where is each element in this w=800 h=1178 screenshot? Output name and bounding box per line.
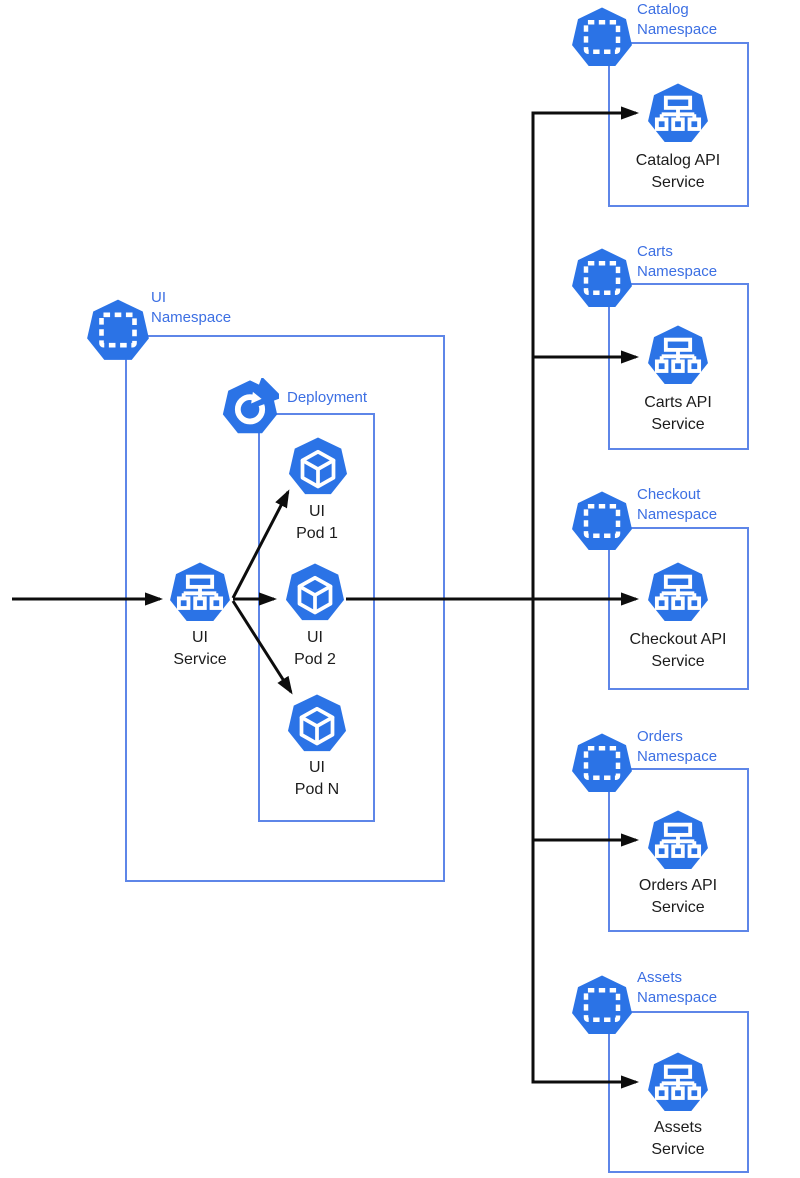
carts-api-service-label: Carts API Service [644, 394, 712, 433]
assets-namespace-label: Assets Namespace [637, 969, 718, 1006]
catalog-api-service-label: Catalog API Service [635, 152, 721, 191]
carts-namespace-icon [570, 246, 634, 310]
ui-pod2-icon [284, 561, 346, 623]
ui-podn-icon [286, 692, 348, 754]
orders-api-service-label: Orders API Service [638, 877, 718, 916]
checkout-namespace-box [608, 527, 749, 690]
checkout-api-service-label: Checkout API Service [629, 631, 727, 670]
checkout-api-service-icon [646, 560, 710, 624]
ui-service-icon [168, 560, 232, 624]
ui-pod2-label: UI Pod 2 [294, 629, 336, 668]
checkout-namespace-label: Checkout Namespace [637, 486, 718, 523]
ui-pod1-label: UI Pod 1 [296, 503, 338, 542]
carts-namespace-label: Carts Namespace [637, 243, 718, 280]
checkout-namespace-icon [570, 489, 634, 553]
carts-namespace-box [608, 283, 749, 450]
assets-service-icon [646, 1050, 710, 1114]
assets-namespace-icon [570, 973, 634, 1037]
deployment-label: Deployment [287, 389, 368, 406]
ui-namespace-icon [85, 297, 151, 363]
carts-api-service-icon [646, 323, 710, 387]
catalog-namespace-label: Catalog Namespace [637, 1, 718, 38]
assets-namespace-box [608, 1011, 749, 1173]
ui-namespace-label: UI Namespace [151, 289, 232, 326]
ui-pod1-icon [287, 435, 349, 497]
catalog-api-service-icon [646, 81, 710, 145]
orders-namespace-label: Orders Namespace [637, 728, 718, 765]
orders-api-service-icon [646, 808, 710, 872]
ui-namespace-box [125, 335, 445, 882]
ui-service-label: UI Service [173, 629, 227, 668]
catalog-namespace-icon [570, 5, 634, 69]
ui-podn-label: UI Pod N [294, 759, 340, 798]
deployment-icon [221, 378, 279, 436]
catalog-namespace-box [608, 42, 749, 207]
orders-namespace-box [608, 768, 749, 932]
assets-service-label: Assets Service [651, 1119, 705, 1158]
orders-namespace-icon [570, 731, 634, 795]
